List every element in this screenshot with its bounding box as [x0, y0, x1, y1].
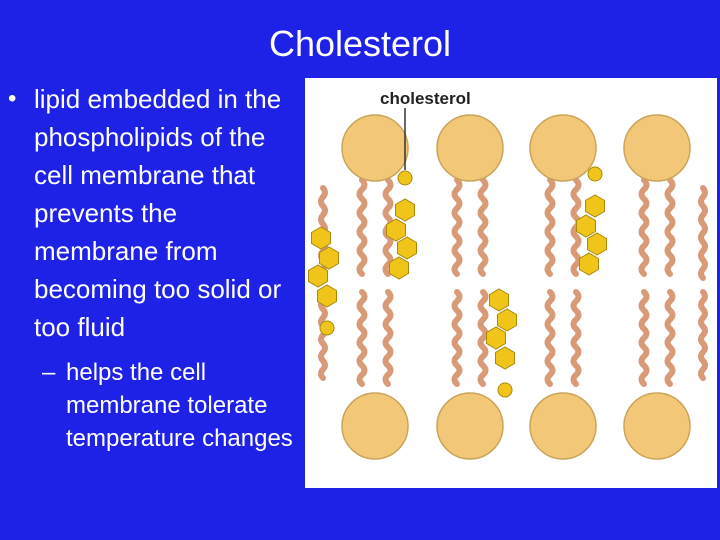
lower-lipid-tail — [570, 289, 582, 387]
sub-bullet-item: – helps the cell membrane tolerate tempe… — [8, 356, 308, 455]
upper-lipid-tail — [664, 177, 676, 277]
lower-lipid-tail — [451, 289, 463, 387]
cholesterol-ring — [579, 252, 599, 276]
cholesterol-ring — [317, 284, 337, 308]
cholesterol-ring — [489, 288, 509, 312]
sub-bullet-marker: – — [42, 359, 56, 386]
upper-phosphate-head — [529, 114, 597, 182]
cholesterol-hydroxyl — [397, 170, 413, 186]
cholesterol-ring — [308, 264, 328, 288]
upper-lipid-tail — [451, 177, 463, 277]
cholesterol-ring — [319, 246, 339, 270]
lower-lipid-tail — [477, 289, 489, 387]
upper-lipid-tail — [544, 177, 556, 277]
lower-phosphate-head — [436, 392, 504, 460]
cholesterol-hydroxyl — [497, 382, 513, 398]
cholesterol-ring — [389, 256, 409, 280]
cholesterol-ring — [386, 218, 406, 242]
bullet-list: • lipid embedded in the phospholipids of… — [8, 80, 308, 455]
bullet-marker: • — [8, 85, 17, 112]
membrane-layer — [308, 114, 708, 460]
edge-lipid-tail — [698, 289, 708, 381]
cholesterol-ring — [311, 226, 331, 250]
upper-lipid-tail — [638, 177, 650, 277]
cholesterol-ring — [397, 236, 417, 260]
cholesterol-ring — [587, 232, 607, 256]
lower-lipid-tail — [544, 289, 556, 387]
edge-lipid-tail — [698, 185, 708, 281]
bullet-text: lipid embedded in the phospholipids of t… — [34, 84, 282, 342]
lower-lipid-tail — [638, 289, 650, 387]
bullet-item: • lipid embedded in the phospholipids of… — [8, 80, 308, 346]
cholesterol-ring — [497, 308, 517, 332]
lower-lipid-tail — [356, 289, 368, 387]
sub-bullet-text: helps the cell membrane tolerate tempera… — [66, 359, 293, 452]
cholesterol-ring — [495, 346, 515, 370]
upper-phosphate-head — [623, 114, 691, 182]
cholesterol-ring — [395, 198, 415, 222]
upper-lipid-tail — [477, 177, 489, 277]
slide-title: Cholesterol — [268, 23, 452, 64]
cholesterol-label: cholesterol — [380, 89, 471, 108]
upper-lipid-tail — [356, 177, 368, 277]
cholesterol-ring — [585, 194, 605, 218]
membrane-diagram-svg: cholesterol — [308, 89, 708, 460]
cholesterol-ring — [576, 214, 596, 238]
lower-lipid-tail — [664, 289, 676, 387]
lower-phosphate-head — [341, 392, 409, 460]
cholesterol-hydroxyl — [319, 320, 335, 336]
upper-phosphate-head — [436, 114, 504, 182]
lower-phosphate-head — [623, 392, 691, 460]
cholesterol-ring — [486, 326, 506, 350]
membrane-diagram: cholesterol — [305, 78, 717, 488]
lower-phosphate-head — [529, 392, 597, 460]
cholesterol-hydroxyl — [587, 166, 603, 182]
upper-phosphate-head — [341, 114, 409, 182]
lower-lipid-tail — [382, 289, 394, 387]
edge-lipid-tail — [318, 289, 328, 381]
